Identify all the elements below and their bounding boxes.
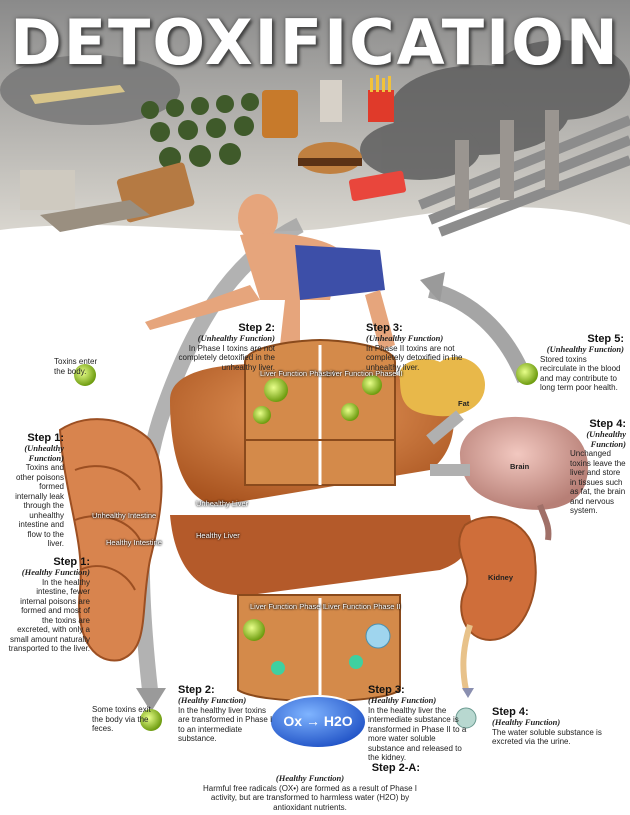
step2-healthy-qualifier: (Healthy Function) xyxy=(178,695,247,705)
step2a-healthy-title: Step 2-A: xyxy=(371,762,420,774)
step2-unhealthy: Step 2: (Unhealthy Function) In Phase I … xyxy=(175,322,276,372)
junk-food xyxy=(262,75,407,202)
ox-h2o-badge xyxy=(269,695,367,749)
fat-label: Fat xyxy=(458,399,470,408)
step2-healthy: Step 2: (Healthy Function) In the health… xyxy=(178,684,274,744)
step1-unhealthy: Step 1: (Unhealthy Function) Toxins and … xyxy=(12,432,64,549)
step2a-healthy-qualifier: (Healthy Function) xyxy=(275,773,345,783)
step1-healthy-text: In the healthy intestine, fewer internal… xyxy=(8,577,90,654)
person-figure xyxy=(145,194,395,350)
step3-healthy: Step 3: (Healthy Function) In the health… xyxy=(368,684,468,763)
liver-function-phase2-bottom-label: Liver Function Phase II xyxy=(324,602,401,611)
step1-healthy-qualifier: (Healthy Function) xyxy=(21,567,90,577)
kidney-label: Kidney xyxy=(488,573,514,582)
step4-unhealthy-qualifier: (Unhealthy Function) xyxy=(586,429,626,449)
step2-healthy-text: In the healthy liver toxins are transfor… xyxy=(178,705,273,744)
step2-unhealthy-text: In Phase I toxins are not completely det… xyxy=(178,343,276,372)
step4-healthy-title: Step 4: xyxy=(492,706,529,718)
smoke-clouds xyxy=(0,40,630,180)
liver-function-phase2-top-label: Liver Function Phase II xyxy=(326,369,403,378)
liver-function-phase1-bottom-label: Liver Function Phase I xyxy=(250,602,325,611)
intermediate-particles xyxy=(271,655,363,675)
toxins-exit-text: Some toxins exit the body via the feces. xyxy=(92,705,151,733)
step5-unhealthy-title: Step 5: xyxy=(587,333,624,345)
brain-label: Brain xyxy=(510,462,530,471)
page-title: DETOXIFICATION xyxy=(10,6,620,79)
recirculation-arrow-head xyxy=(420,272,445,302)
recirculation-arrow xyxy=(427,282,533,384)
urine-arrow xyxy=(462,688,474,698)
step1-unhealthy-title: Step 1: xyxy=(27,432,64,444)
toxins-enter-text: Toxins enter the body. xyxy=(54,357,98,376)
step4-healthy: Step 4: (Healthy Function) The water sol… xyxy=(492,706,612,747)
step4-unhealthy-text: Unchanged toxins leave the liver and sto… xyxy=(570,449,626,515)
healthy-intestine-label: Healthy Intestine xyxy=(106,538,162,547)
step4-unhealthy-title: Step 4: xyxy=(589,418,626,430)
step4-healthy-qualifier: (Healthy Function) xyxy=(492,717,561,727)
step3-healthy-title: Step 3: xyxy=(368,684,405,696)
ox-h2o-label: Ox → H2O xyxy=(283,713,353,729)
step2a-healthy: Step 2-A: (Healthy Function) Harmful fre… xyxy=(200,762,420,812)
liver-to-fat-arrow xyxy=(426,410,464,445)
step5-unhealthy-text: Stored toxins recirculate in the blood a… xyxy=(540,354,621,393)
step5-unhealthy: Step 5: (Unhealthy Function) Stored toxi… xyxy=(540,333,624,393)
step3-unhealthy: Step 3: (Unhealthy Function) In Phase II… xyxy=(366,322,466,372)
step4-unhealthy: Step 4: (Unhealthy Function) Unchanged t… xyxy=(570,418,626,516)
step3-healthy-text: In the healthy liver the intermediate su… xyxy=(368,705,467,763)
step1-healthy: Step 1: (Healthy Function) In the health… xyxy=(8,556,90,654)
step1-healthy-title: Step 1: xyxy=(53,556,90,568)
step5-unhealthy-qualifier: (Unhealthy Function) xyxy=(546,344,624,354)
step3-unhealthy-title: Step 3: xyxy=(366,322,403,334)
step2-unhealthy-qualifier: (Unhealthy Function) xyxy=(197,333,275,343)
smokestacks xyxy=(455,110,559,210)
step3-unhealthy-qualifier: (Unhealthy Function) xyxy=(366,333,444,343)
intestine-shape xyxy=(58,418,163,662)
healthy-liver-shape xyxy=(170,515,472,596)
step3-healthy-qualifier: (Healthy Function) xyxy=(368,695,437,705)
toxic-waste-pile xyxy=(20,162,195,232)
step1-unhealthy-text: Toxins and other poisons formed internal… xyxy=(15,463,64,548)
step2a-healthy-text: Harmful free radicals (OX•) are formed a… xyxy=(203,783,417,812)
brain-shape xyxy=(460,416,588,510)
toxin-particles xyxy=(74,363,538,731)
healthy-liver-label: Healthy Liver xyxy=(196,531,240,540)
exit-arrow-head xyxy=(136,688,166,712)
crop-duster-plane xyxy=(30,85,125,104)
phase2-bubble xyxy=(365,623,391,649)
water-soluble-particle xyxy=(455,707,477,729)
unhealthy-intestine-label: Unhealthy Intestine xyxy=(92,511,157,520)
kidney-shape xyxy=(458,516,537,642)
step2-unhealthy-title: Step 2: xyxy=(238,322,275,334)
ureter xyxy=(460,624,473,691)
step2-healthy-title: Step 2: xyxy=(178,684,215,696)
unhealthy-liver-label: Unhealthy Liver xyxy=(196,499,249,508)
fat-tissue-shape xyxy=(399,356,485,417)
step4-healthy-text: The water soluble substance is excreted … xyxy=(492,727,602,747)
crop-field xyxy=(141,93,259,169)
step1-unhealthy-qualifier: (Unhealthy Function) xyxy=(24,443,64,463)
step3-unhealthy-text: In Phase II toxins are not completely de… xyxy=(366,343,463,372)
liver-function-phase1-top-label: Liver Function Phase I xyxy=(260,369,335,378)
